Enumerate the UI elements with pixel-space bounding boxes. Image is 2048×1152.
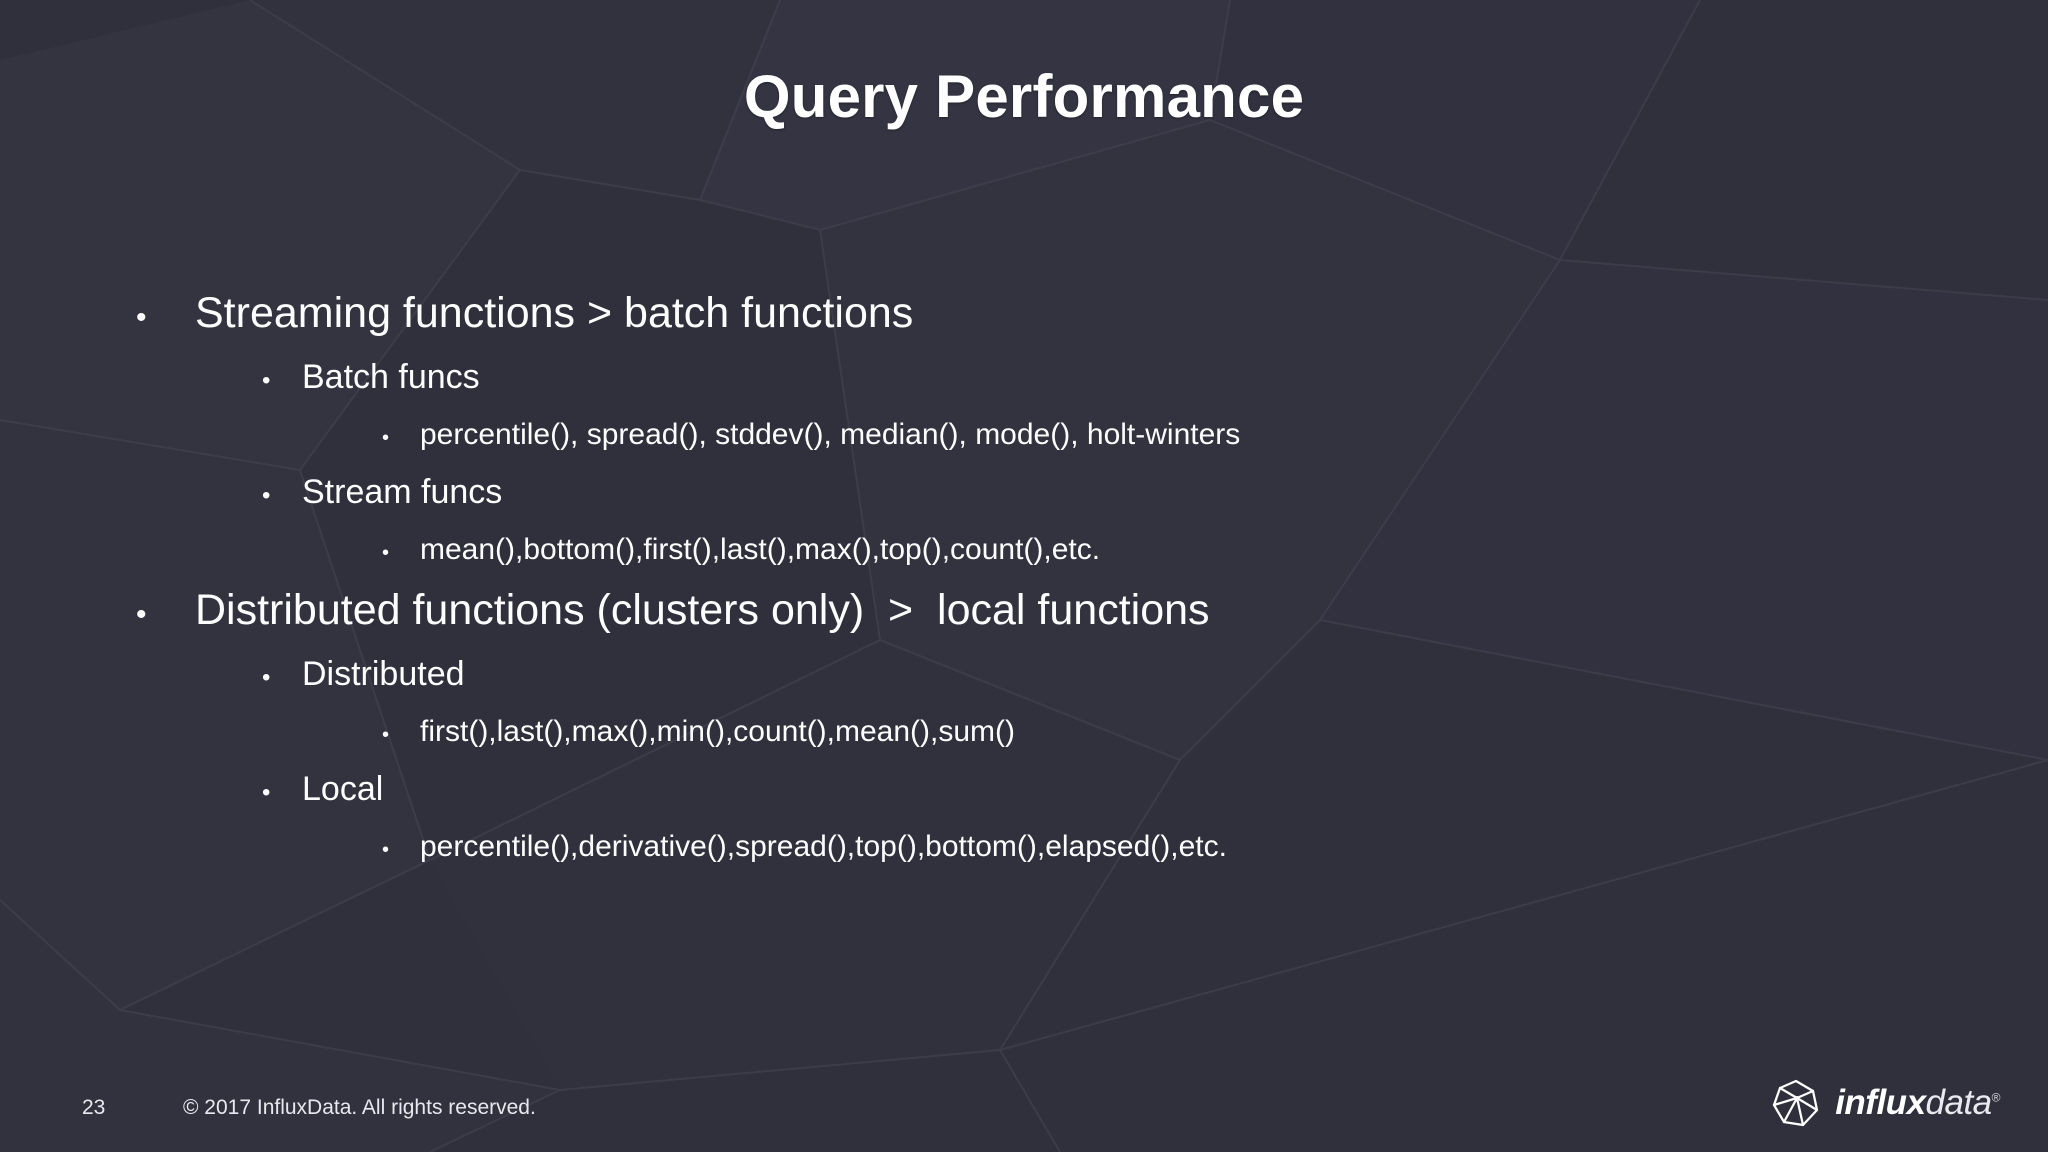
list-item-text: Distributed functions (clusters only) > …: [195, 586, 1210, 634]
bullet-marker: •: [262, 779, 271, 806]
list-item: • Distributed functions (clusters only) …: [120, 579, 1940, 646]
list-item: • Batch funcs: [120, 349, 1940, 409]
bullet-marker: •: [262, 367, 271, 394]
bullet-marker: •: [262, 664, 271, 691]
bullet-marker: •: [136, 598, 147, 631]
list-item: • first(),last(),max(),min(),count(),mea…: [120, 706, 1940, 761]
list-item: • percentile(),derivative(),spread(),top…: [120, 821, 1940, 876]
bullet-list: • Streaming functions > batch functions …: [120, 282, 1940, 876]
list-item-text: Batch funcs: [302, 358, 480, 396]
influxdata-wordmark: influxdata®: [1835, 1083, 2000, 1123]
logo-word-data: data: [1925, 1083, 1993, 1122]
list-item-text: Stream funcs: [302, 473, 503, 511]
list-item-text: percentile(),derivative(),spread(),top()…: [420, 830, 1227, 863]
bullet-marker: •: [382, 839, 390, 861]
list-item-text: percentile(), spread(), stddev(), median…: [420, 418, 1241, 451]
bullet-marker: •: [382, 427, 390, 449]
list-item: • percentile(), spread(), stddev(), medi…: [120, 409, 1940, 464]
influxdata-polygon-icon: [1773, 1079, 1819, 1127]
list-item: • Stream funcs: [120, 464, 1940, 524]
list-item-text: mean(),bottom(),first(),last(),max(),top…: [420, 533, 1101, 566]
bullet-marker: •: [136, 301, 147, 334]
bullet-marker: •: [382, 542, 390, 564]
list-item: • Local: [120, 761, 1940, 821]
bullet-marker: •: [262, 482, 271, 509]
page-number: 23: [82, 1096, 106, 1119]
list-item-text: Streaming functions > batch functions: [195, 289, 914, 337]
list-item: • Streaming functions > batch functions: [120, 282, 1940, 349]
copyright-notice: © 2017 InfluxData. All rights reserved.: [183, 1096, 536, 1119]
page-title: Query Performance: [743, 63, 1305, 130]
list-item-text: Distributed: [302, 655, 465, 693]
list-item: • Distributed: [120, 646, 1940, 706]
logo-word-influx: influx: [1835, 1083, 1926, 1122]
influxdata-logo: influxdata®: [1771, 1078, 2001, 1128]
trademark-symbol: ®: [1991, 1090, 2001, 1105]
list-item-text: Local: [302, 770, 384, 808]
bullet-marker: •: [382, 724, 390, 746]
list-item: • mean(),bottom(),first(),last(),max(),t…: [120, 524, 1940, 579]
list-item-text: first(),last(),max(),min(),count(),mean(…: [420, 715, 1016, 748]
